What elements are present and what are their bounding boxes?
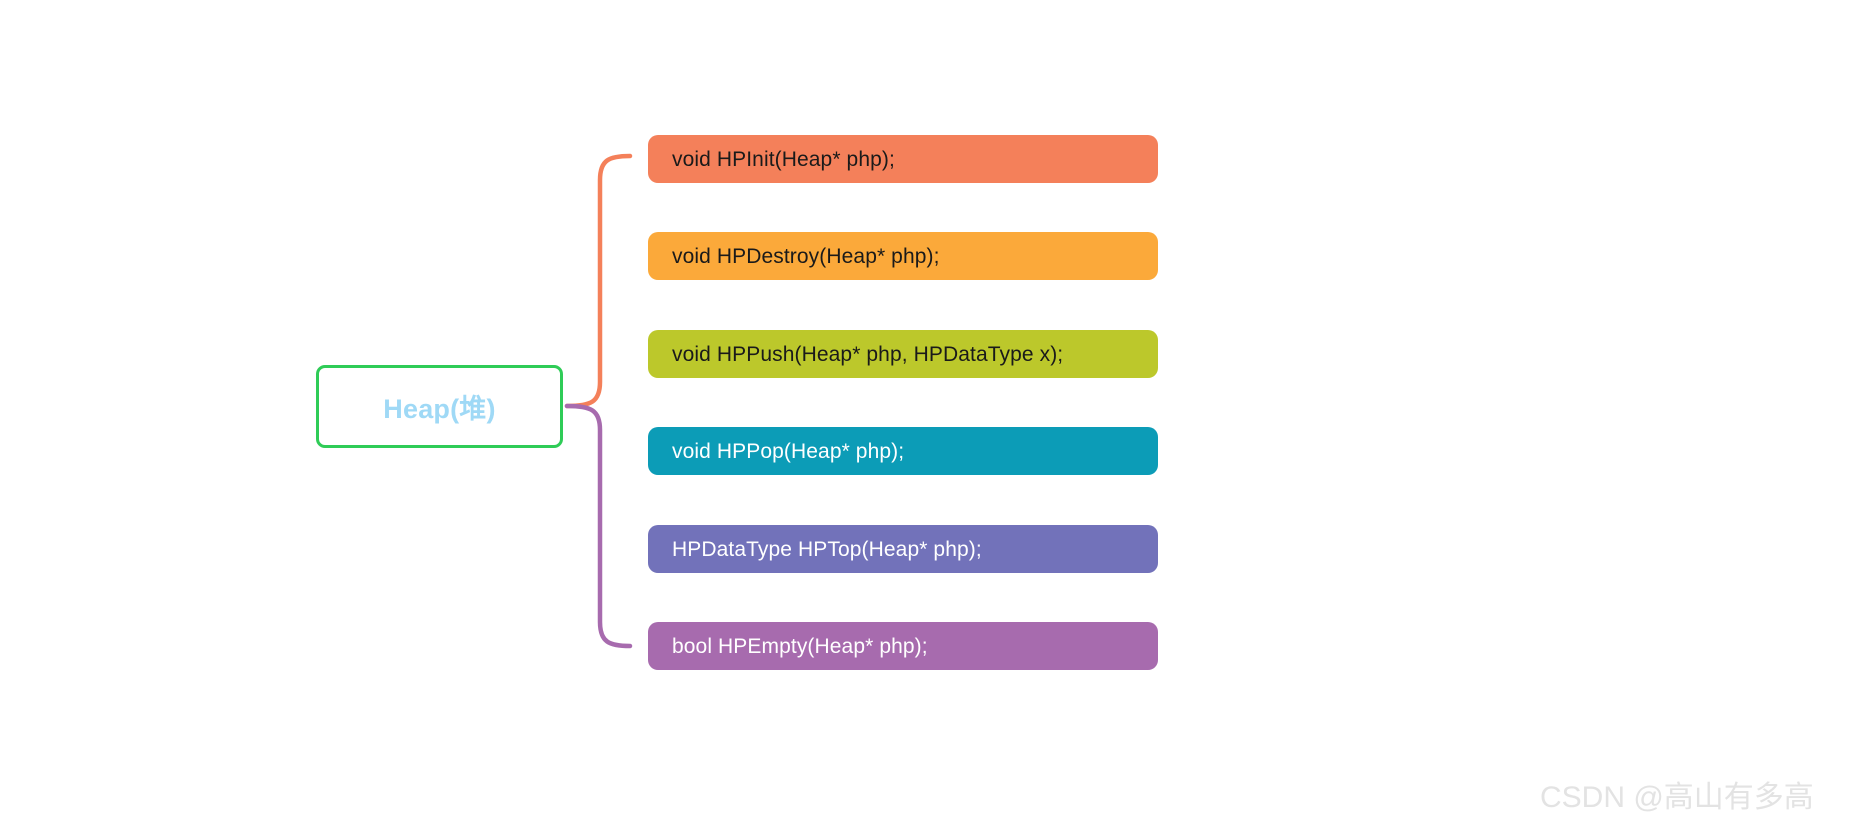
branch-node-label: void HPPop(Heap* php); bbox=[672, 439, 905, 463]
upper-branch-connector bbox=[564, 153, 633, 409]
branch-node-label: void HPDestroy(Heap* php); bbox=[672, 244, 940, 268]
lower-branch-connector bbox=[564, 403, 633, 649]
branch-node-hp-empty[interactable]: bool HPEmpty(Heap* php); bbox=[648, 622, 1158, 670]
branch-node-hp-pop[interactable]: void HPPop(Heap* php); bbox=[648, 427, 1158, 475]
root-node-label: Heap(堆) bbox=[383, 394, 496, 424]
branch-node-hp-top[interactable]: HPDataType HPTop(Heap* php); bbox=[648, 525, 1158, 573]
branch-node-label: void HPPush(Heap* php, HPDataType x); bbox=[672, 342, 1064, 366]
branch-node-hp-init[interactable]: void HPInit(Heap* php); bbox=[648, 135, 1158, 183]
branch-node-label: void HPInit(Heap* php); bbox=[672, 147, 895, 171]
root-node-heap[interactable]: Heap(堆) bbox=[316, 365, 563, 448]
branch-node-label: HPDataType HPTop(Heap* php); bbox=[672, 537, 982, 561]
branch-node-label: bool HPEmpty(Heap* php); bbox=[672, 634, 928, 658]
branch-node-hp-destroy[interactable]: void HPDestroy(Heap* php); bbox=[648, 232, 1158, 280]
csdn-watermark: CSDN @高山有多高 bbox=[1540, 781, 1814, 814]
branch-node-hp-push[interactable]: void HPPush(Heap* php, HPDataType x); bbox=[648, 330, 1158, 378]
